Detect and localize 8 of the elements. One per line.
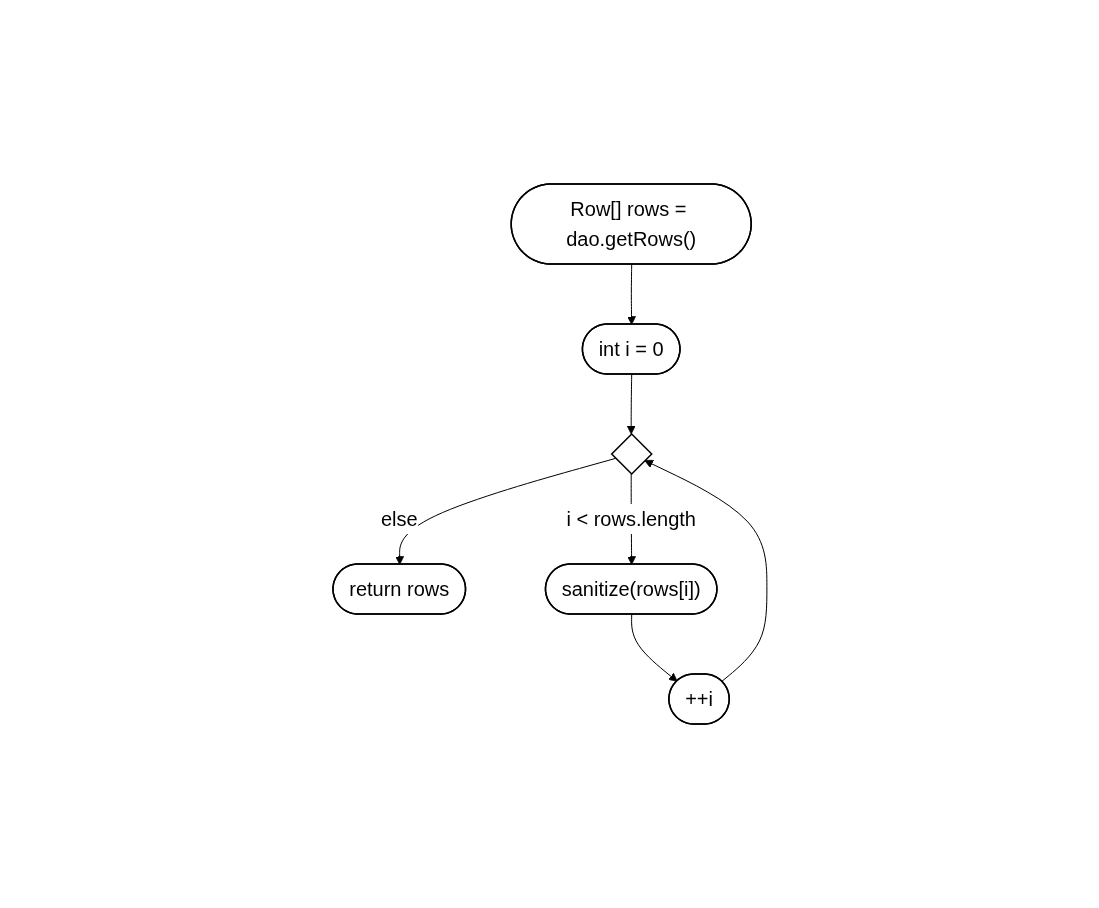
- edge-label: i < rows.length: [565, 507, 696, 530]
- arrow: [626, 264, 636, 325]
- arrow: [643, 459, 767, 682]
- arrow: [630, 614, 678, 682]
- edge-label: else: [380, 507, 418, 530]
- node-diamond: [610, 432, 653, 476]
- arrow: [626, 374, 636, 435]
- arrow: [394, 457, 616, 565]
